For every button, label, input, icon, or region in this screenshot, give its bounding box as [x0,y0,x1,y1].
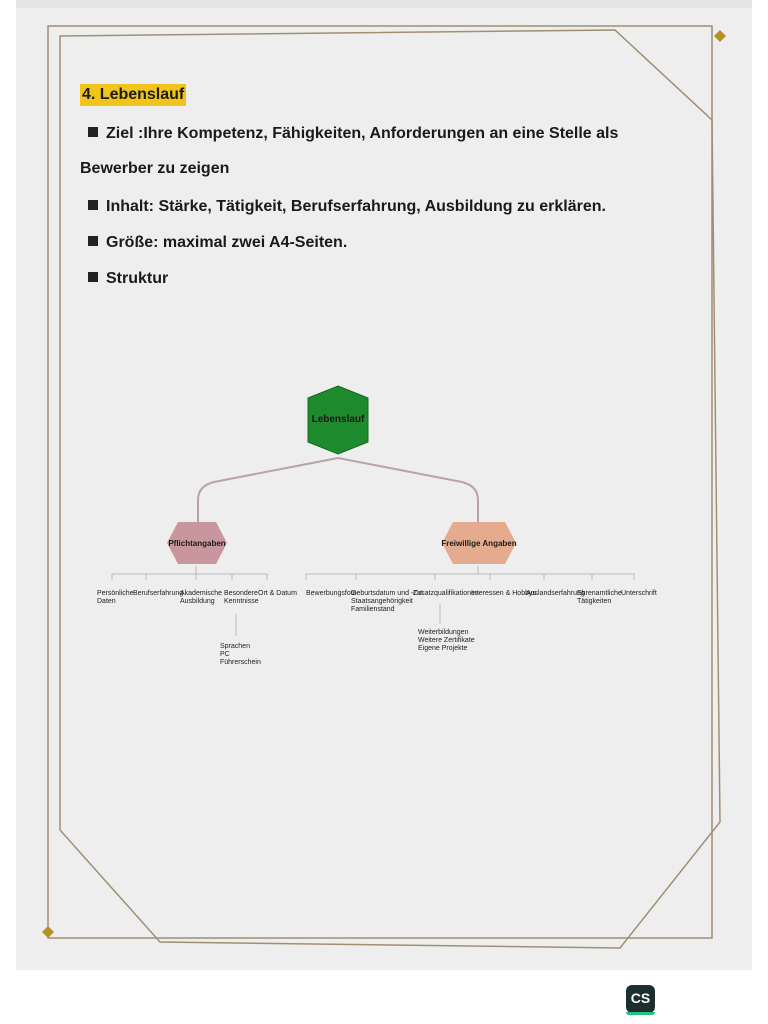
bullet-square-icon [88,236,98,246]
connector-lines [197,457,479,522]
bullet-groesse: Größe: maximal zwei A4-Seiten. [88,233,347,253]
ziel-text-line2: Bewerber zu zeigen [80,160,230,177]
right-node-label: Freiwillige Angaben [441,539,516,548]
bullet-inhalt: Inhalt: Stärke, Tätigkeit, Berufserfahru… [88,197,606,217]
left-node-shape [167,522,227,564]
struktur-text: Struktur [106,270,169,287]
section-heading: 4. Lebenslauf [80,84,187,106]
branch-lines [111,566,635,636]
page-sheet [16,0,752,970]
bullet-ziel: Ziel :Ihre Kompetenz, Fähigkeiten, Anfor… [88,124,618,144]
bullet-square-icon [88,200,98,210]
page-top-shadow [16,0,752,8]
root-node-shape [307,385,369,455]
right-leaf-label: Unterschrift [621,590,657,597]
root-node-label: Lebenslauf [312,414,365,425]
bullet-square-icon [88,272,98,282]
right-leaf-label: Auslandserfahrung [526,590,585,597]
diamond-bottom-left [42,926,54,938]
diamond-top-right [714,30,726,42]
right-leaf-label: Interessen & Hobbys [471,590,536,597]
right-leaf-label: Zusatzqualifikationen [413,590,479,597]
left-node-label: Pflichtangaben [168,539,225,548]
inhalt-text: Inhalt: Stärke, Tätigkeit, Berufserfahru… [106,198,606,215]
camscanner-logo: CS [626,985,655,1015]
groesse-text: Größe: maximal zwei A4-Seiten. [106,234,348,251]
right-node-shape [442,522,516,564]
right-leaf-label: Bewerbungsfoto [306,590,357,597]
left-leaf-label: Berufserfahrung [133,590,183,597]
left-leaf-label: Ort & Datum [258,590,297,597]
ziel-text-line1: Ziel :Ihre Kompetenz, Fähigkeiten, Anfor… [106,125,619,142]
bullet-struktur: Struktur [88,269,168,289]
bullet-square-icon [88,127,98,137]
